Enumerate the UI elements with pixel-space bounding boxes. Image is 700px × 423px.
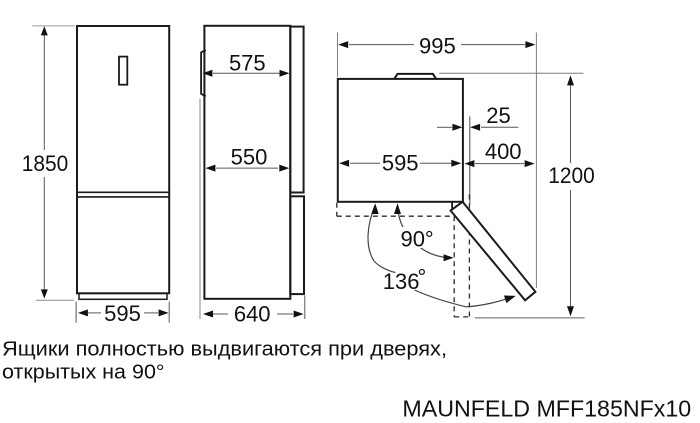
svg-text:1850: 1850 xyxy=(22,151,69,176)
svg-text:550: 550 xyxy=(231,145,268,170)
svg-text:открытых на 90°: открытых на 90° xyxy=(2,361,165,384)
svg-text:1200: 1200 xyxy=(548,163,595,188)
svg-text:Ящики полностью выдвигаются пр: Ящики полностью выдвигаются при дверях, xyxy=(2,337,447,360)
svg-text:575: 575 xyxy=(229,51,266,76)
svg-text:25: 25 xyxy=(486,103,510,128)
svg-text:136°: 136° xyxy=(383,265,427,295)
svg-text:595: 595 xyxy=(382,151,419,176)
svg-text:995: 995 xyxy=(419,33,456,58)
svg-text:640: 640 xyxy=(234,301,271,326)
svg-text:595: 595 xyxy=(104,301,141,326)
svg-text:MAUNFELD MFF185NFx10: MAUNFELD MFF185NFx10 xyxy=(402,395,691,421)
svg-text:90°: 90° xyxy=(400,226,433,251)
svg-text:400: 400 xyxy=(485,139,522,164)
